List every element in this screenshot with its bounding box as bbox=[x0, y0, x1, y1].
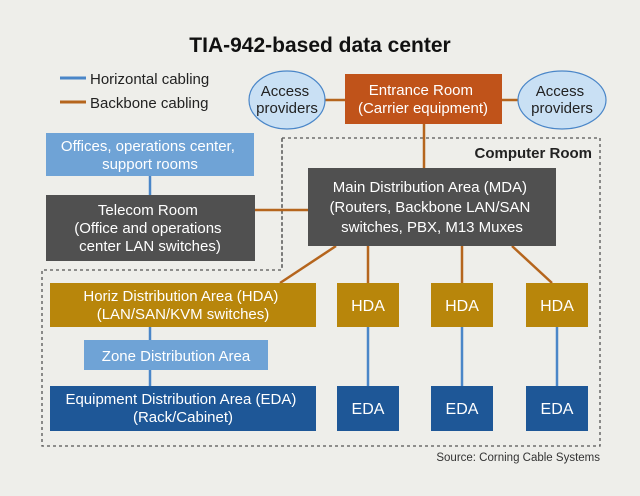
node-hda-main-line-1: Horiz Distribution Area (HDA) bbox=[83, 288, 278, 305]
node-access-providers-right-line-2: providers bbox=[531, 100, 593, 117]
svg-text:Entrance Room (Carrier e: Entrance Room (Carrier equipment) bbox=[358, 82, 488, 117]
node-mda-line-1: Main Distribution Area (MDA) bbox=[333, 179, 527, 196]
node-eda-1: EDA bbox=[337, 386, 399, 431]
backbone-link-mda-hda-main bbox=[279, 244, 337, 285]
backbone-cabling-lines bbox=[255, 98, 553, 285]
backbone-link-mda-hda-3 bbox=[511, 245, 553, 284]
node-access-providers-left-line-2: providers bbox=[256, 100, 318, 117]
node-eda-2: EDA bbox=[431, 386, 493, 431]
node-entrance-room-line-1: Entrance Room bbox=[369, 82, 473, 99]
node-eda-3: EDA bbox=[526, 386, 588, 431]
node-eda-2-label: EDA bbox=[446, 401, 479, 418]
node-mda-line-3: switches, PBX, M13 Muxes bbox=[341, 219, 523, 236]
svg-text:Access providers: Access providers bbox=[531, 83, 593, 117]
computer-room-boundary bbox=[41, 137, 601, 447]
node-hda-2-label: HDA bbox=[445, 298, 479, 315]
node-mda-line-2: (Routers, Backbone LAN/SAN bbox=[329, 199, 530, 216]
svg-text:Equipment Distribution Area (E: Equipment Distribution Area (EDA) (Rack/… bbox=[65, 391, 300, 426]
svg-text:Offices, operations center,: Offices, operations center, support room… bbox=[61, 138, 239, 173]
legend-horizontal-label: Horizontal cabling bbox=[90, 71, 209, 88]
node-hda-3-label: HDA bbox=[540, 298, 574, 315]
svg-text:Horiz Distribution Area (HDA): Horiz Distribution Area (HDA) (LAN/SAN/K… bbox=[83, 288, 282, 323]
node-access-providers-right: Access providers bbox=[517, 70, 607, 130]
node-entrance-room: Entrance Room (Carrier equipment) bbox=[345, 74, 502, 124]
node-telecom-room: Telecom Room (Office and operations cent… bbox=[46, 195, 255, 261]
node-offices-line-1: Offices, operations center, bbox=[61, 138, 235, 155]
node-mda: Main Distribution Area (MDA) (Routers, B… bbox=[308, 168, 556, 246]
node-eda-main: Equipment Distribution Area (EDA) (Rack/… bbox=[50, 386, 316, 431]
node-access-providers-left-line-1: Access bbox=[261, 83, 309, 100]
source-note: Source: Corning Cable Systems bbox=[436, 452, 600, 464]
node-offices: Offices, operations center, support room… bbox=[46, 133, 254, 176]
node-offices-line-2: support rooms bbox=[102, 156, 198, 173]
node-eda-3-label: EDA bbox=[541, 401, 574, 418]
node-hda-2: HDA bbox=[431, 283, 493, 327]
node-entrance-room-line-2: (Carrier equipment) bbox=[358, 100, 488, 117]
node-access-providers-right-line-1: Access bbox=[536, 83, 584, 100]
node-hda-main: Horiz Distribution Area (HDA) (LAN/SAN/K… bbox=[50, 283, 316, 327]
node-access-providers-left: Access providers bbox=[248, 70, 326, 130]
diagram-title: TIA-942-based data center bbox=[189, 34, 450, 57]
node-eda-main-line-2: (Rack/Cabinet) bbox=[133, 409, 233, 426]
node-telecom-room-line-3: center LAN switches) bbox=[79, 238, 221, 255]
node-hda-3: HDA bbox=[526, 283, 588, 327]
computer-room-label: Computer Room bbox=[475, 145, 593, 162]
node-telecom-room-line-1: Telecom Room bbox=[98, 202, 198, 219]
node-zone-distribution-area-label: Zone Distribution Area bbox=[102, 348, 251, 365]
horizontal-cabling-lines bbox=[148, 176, 559, 386]
svg-text:Telecom Room (Office and: Telecom Room (Office and operations cent… bbox=[74, 202, 225, 255]
node-hda-main-line-2: (LAN/SAN/KVM switches) bbox=[97, 306, 270, 323]
node-hda-1-label: HDA bbox=[351, 298, 385, 315]
node-eda-main-line-1: Equipment Distribution Area (EDA) bbox=[65, 391, 296, 408]
svg-text:Access providers: Access providers bbox=[256, 83, 318, 117]
node-zone-distribution-area: Zone Distribution Area bbox=[84, 340, 268, 370]
legend-backbone-label: Backbone cabling bbox=[90, 95, 208, 112]
svg-text:Main Distribution Area (MDA): Main Distribution Area (MDA) (Routers, B… bbox=[329, 179, 534, 236]
node-hda-1: HDA bbox=[337, 283, 399, 327]
node-telecom-room-line-2: (Office and operations bbox=[74, 220, 221, 237]
node-eda-1-label: EDA bbox=[352, 401, 385, 418]
